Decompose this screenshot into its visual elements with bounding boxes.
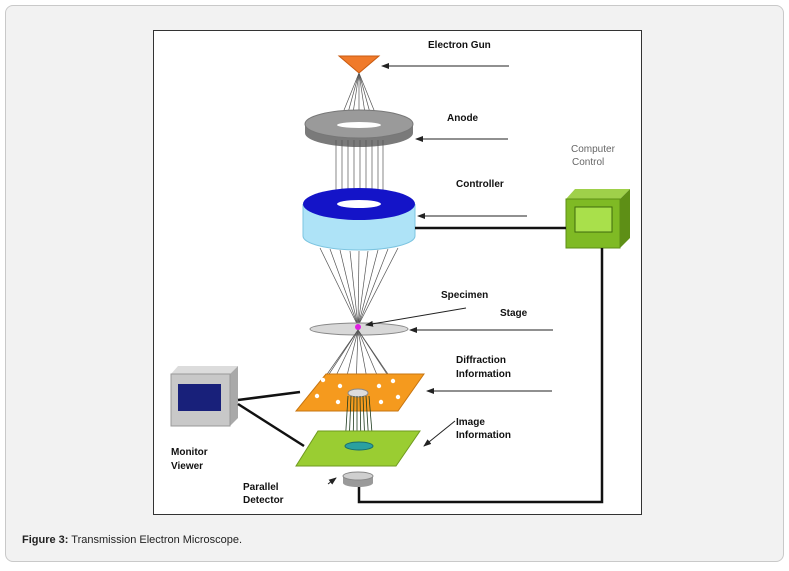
label-controller: Controller <box>456 179 504 190</box>
caption-text: Transmission Electron Microscope. <box>68 534 243 546</box>
label-arrows <box>327 63 553 485</box>
label-diffraction: Diffraction <box>456 355 506 366</box>
label-image-information: Information <box>456 430 511 441</box>
label-anode: Anode <box>447 113 479 124</box>
computer-control-icon <box>565 189 630 249</box>
anode-icon <box>304 109 414 147</box>
label-control: Control <box>572 157 604 168</box>
label-stage: Stage <box>500 308 528 319</box>
monitor-viewer-icon <box>170 366 238 427</box>
parallel-detector-icon <box>342 471 374 487</box>
electron-gun-icon <box>337 55 381 74</box>
label-viewer: Viewer <box>171 461 203 472</box>
figure-caption: Figure 3: Transmission Electron Microsco… <box>22 534 242 546</box>
beam-controller-to-specimen <box>319 247 399 327</box>
label-computer: Computer <box>571 144 616 155</box>
label-monitor: Monitor <box>171 447 208 458</box>
connection-wires <box>237 226 604 504</box>
caption-prefix: Figure 3: <box>22 534 69 546</box>
controller-lens-icon <box>302 188 416 251</box>
label-diffraction-information: Information <box>456 369 511 380</box>
label-parallel: Parallel <box>243 482 279 493</box>
diffraction-plate-icon <box>294 373 425 412</box>
image-plate-icon <box>295 430 421 467</box>
specimen-icon <box>355 324 361 330</box>
label-detector: Detector <box>243 495 284 506</box>
label-image: Image <box>456 417 485 428</box>
label-electron-gun: Electron Gun <box>428 40 491 51</box>
label-specimen: Specimen <box>441 290 488 301</box>
